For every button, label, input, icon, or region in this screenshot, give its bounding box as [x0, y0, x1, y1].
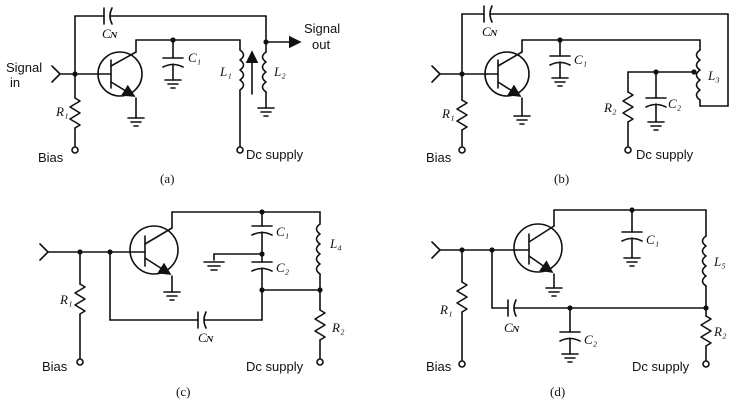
dc-supply-label: Dc supply: [636, 147, 694, 162]
transistor: [484, 51, 530, 97]
c1-label: C₁: [188, 50, 201, 65]
dc-supply-label: Dc supply: [246, 147, 304, 162]
r2-label: R₂: [713, 324, 727, 339]
bias-label: Bias: [426, 359, 452, 374]
panel-caption: (b): [554, 171, 569, 186]
c1-label: C₁: [574, 52, 587, 67]
signal-in-terminal: [431, 241, 441, 259]
ground-symbol: [513, 115, 531, 125]
ground-symbol: [647, 121, 665, 131]
ground-symbol: [561, 353, 579, 363]
c1-label: C₁: [276, 224, 289, 239]
panel-caption: (c): [176, 384, 190, 399]
c1-label: C₁: [646, 232, 659, 247]
signal-in-label: Signal: [6, 60, 42, 75]
signal-in-label: in: [10, 75, 20, 90]
l1-label: L₁: [219, 64, 232, 79]
cn-label: Cɴ: [482, 24, 498, 39]
bias-label: Bias: [38, 150, 64, 165]
r2-label: R₂: [603, 100, 617, 115]
ground-symbol: [545, 287, 563, 297]
inductor-l1: [239, 49, 245, 91]
inductor-l4: [315, 223, 321, 275]
r1-label: R₁: [59, 292, 72, 307]
panel-caption: (a): [160, 171, 174, 186]
resistor-r1: [456, 99, 468, 131]
ground-symbol: [127, 117, 145, 127]
ground-symbol: [257, 107, 275, 117]
cn-label: Cɴ: [198, 330, 214, 345]
dc-supply-label: Dc supply: [246, 359, 304, 374]
panel-caption: (d): [550, 384, 565, 399]
r2-label: R₂: [331, 320, 345, 335]
bias-label: Bias: [42, 359, 68, 374]
dc-supply-label: Dc supply: [632, 359, 690, 374]
cn-label: Cɴ: [102, 26, 118, 41]
c2-label: C₂: [584, 332, 598, 347]
ground-symbol: [164, 79, 182, 89]
resistor-r1: [456, 281, 468, 313]
bias-label: Bias: [426, 150, 452, 165]
l4-label: L₄: [329, 236, 342, 251]
resistor-r1: [69, 97, 81, 129]
ground-symbol: [203, 261, 225, 271]
panel-c: Cɴ C₁ C₂ R₁ R₂ L₄ Bias Dc supply (c): [39, 209, 345, 399]
signal-out-label: out: [312, 37, 330, 52]
ground-symbol: [551, 77, 569, 87]
panel-b: Cɴ C₁ C₂ R₁ R₂ L₃ Bias Dc supply (b): [426, 5, 729, 186]
panel-d: Cɴ C₁ C₂ R₁ R₂ L₅ Bias Dc supply (d): [426, 207, 727, 399]
transistor: [129, 225, 179, 275]
r1-label: R₁: [55, 104, 68, 119]
c2-label: C₂: [276, 260, 290, 275]
r1-label: R₁: [441, 106, 454, 121]
ground-symbol: [623, 257, 641, 267]
inductor-l3: [695, 49, 701, 101]
l3-label: L₃: [707, 68, 720, 83]
signal-out-label: Signal: [304, 21, 340, 36]
resistor-r2: [622, 91, 634, 123]
signal-in-terminal: [51, 65, 61, 83]
r1-label: R₁: [439, 302, 452, 317]
inductor-l2: [261, 51, 267, 93]
inductor-l5: [701, 235, 707, 287]
resistor-r1: [74, 283, 86, 315]
panel-a: Signal in Signal out Cɴ C₁ R₁ L₁ L₂ Bias…: [6, 7, 340, 186]
ground-symbol: [163, 291, 181, 301]
l2-label: L₂: [273, 64, 286, 79]
transistor: [97, 51, 143, 97]
c2-label: C₂: [668, 96, 682, 111]
signal-in-terminal: [39, 243, 49, 261]
transistor: [513, 223, 563, 273]
resistor-r2: [700, 315, 712, 347]
resistor-r2: [314, 309, 326, 341]
l5-label: L₅: [713, 254, 726, 269]
signal-in-terminal: [431, 65, 441, 83]
cn-label: Cɴ: [504, 320, 520, 335]
